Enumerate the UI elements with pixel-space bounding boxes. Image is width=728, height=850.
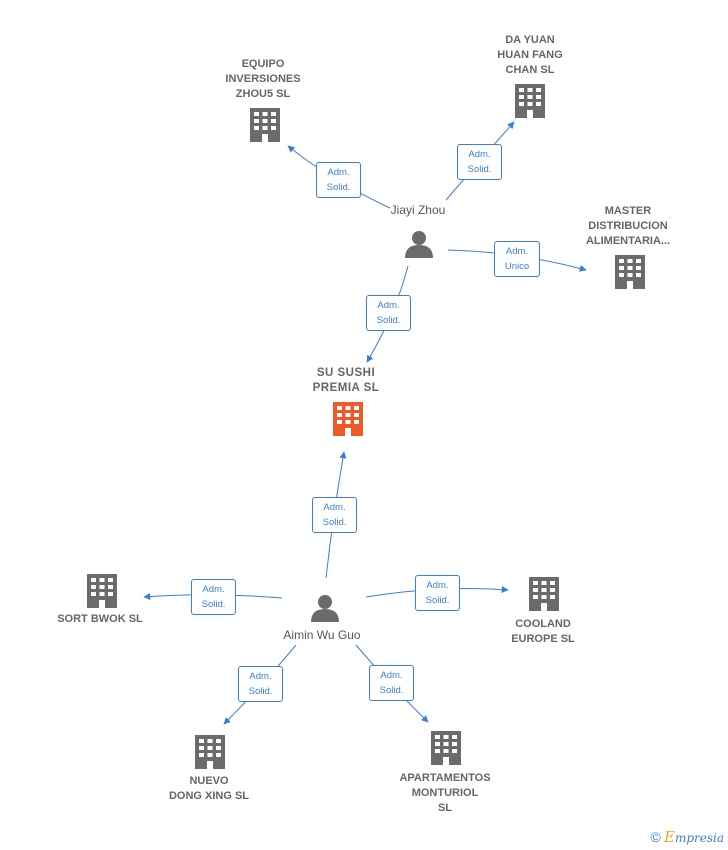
edge-label-line: Solid. (248, 686, 273, 697)
edge-label-line: Adm. (380, 670, 403, 681)
building-icon[interactable] (431, 731, 461, 765)
building-icon[interactable] (515, 84, 545, 118)
edge-label-line: Solid. (376, 315, 401, 326)
edge-label-jiayi-master: Adm. Unico (494, 241, 540, 277)
edge-label-aimin-sortbwok: Adm. Solid. (191, 579, 236, 615)
company-label-dayuan[interactable]: DA YUAN HUAN FANG CHAN SL (497, 34, 563, 76)
edge-label-aimin-cooland: Adm. Solid. (415, 575, 460, 611)
edge-label-jiayi-susushi: Adm. Solid. (366, 295, 411, 331)
person-icon[interactable] (405, 231, 433, 258)
edge-label-line: Solid. (379, 685, 404, 696)
edge-label-line: Solid. (467, 164, 492, 175)
edge-label-line: Solid. (322, 517, 347, 528)
building-icon[interactable] (333, 402, 363, 436)
edge-label-line: Adm. (323, 502, 346, 513)
edge-label-line: Adm. (505, 246, 529, 257)
edge-label-aimin-apartamentos: Adm. Solid. (369, 665, 414, 701)
company-label-susushi[interactable]: SU SUSHI PREMIA SL (312, 367, 380, 394)
edge-label-aimin-susushi: Adm. Solid. (312, 497, 357, 533)
building-icon[interactable] (87, 574, 117, 608)
company-label-cooland[interactable]: COOLAND EUROPE SL (511, 618, 575, 645)
building-icon[interactable] (529, 577, 559, 611)
edge-label-line: Solid. (425, 595, 450, 606)
person-label-aimin[interactable]: Aimin Wu Guo (283, 628, 361, 642)
copyright-icon: © (650, 829, 661, 845)
edge-label-jiayi-dayuan: Adm. Solid. (457, 144, 502, 180)
building-icon[interactable] (615, 255, 645, 289)
building-icon[interactable] (195, 735, 225, 769)
edge-label-line: Solid. (201, 599, 226, 610)
empresia-brand[interactable]: © Empresia (650, 828, 724, 846)
edge-label-line: Unico (504, 261, 530, 272)
company-label-nuevo[interactable]: NUEVO DONG XING SL (168, 775, 250, 802)
edge-label-line: Adm. (249, 671, 272, 682)
edge-label-aimin-nuevo: Adm. Solid. (238, 666, 283, 702)
person-label-jiayi[interactable]: Jiayi Zhou (390, 203, 446, 217)
edge-label-line: Adm. (202, 584, 225, 595)
company-label-equipo[interactable]: EQUIPO INVERSIONES ZHOU5 SL (225, 58, 301, 100)
person-icon[interactable] (311, 595, 339, 622)
company-label-master[interactable]: MASTER DISTRIBUCION ALIMENTARIA... (585, 205, 671, 247)
edge-label-line: Adm. (468, 149, 491, 160)
brand-logo-text: mpresia (674, 831, 724, 845)
edge-label-line: Adm. (377, 300, 400, 311)
edge-label-line: Adm. (426, 580, 449, 591)
brand-logo-initial: E (663, 828, 675, 846)
edge-label-line: Solid. (326, 182, 351, 193)
edge-label-line: Adm. (327, 167, 350, 178)
building-icon[interactable] (250, 108, 280, 142)
company-label-sortbwok[interactable]: SORT BWOK SL (57, 613, 143, 625)
edge-label-jiayi-equipo: Adm. Solid. (316, 162, 361, 198)
company-label-apartamentos[interactable]: APARTAMENTOS MONTURIOL SL (399, 772, 491, 814)
